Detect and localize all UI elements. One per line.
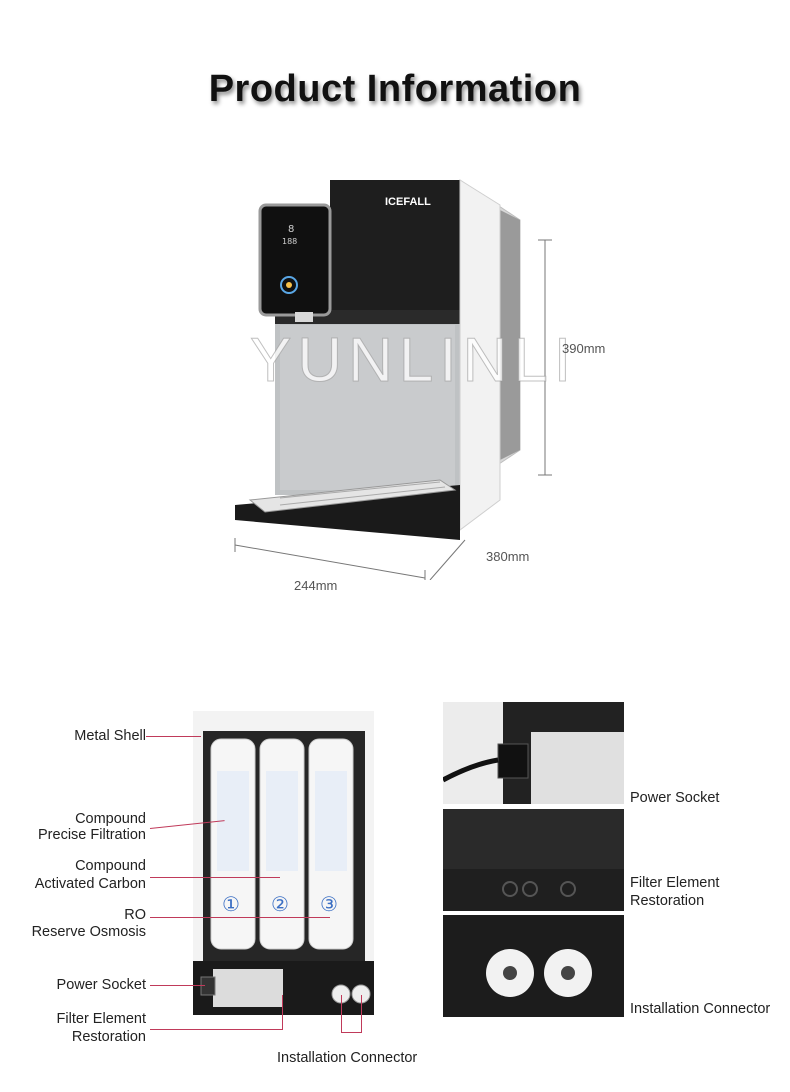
width-dimension: 244mm xyxy=(294,578,338,593)
label-compound-precise-1: Compound xyxy=(75,811,146,827)
pointer-connector-left xyxy=(341,995,342,1032)
label-ro-1: RO xyxy=(124,907,146,923)
page-title: Product Information xyxy=(208,68,582,110)
product-illustration: 8 188 ICEFALL xyxy=(220,160,560,580)
installation-connector-drawing xyxy=(443,915,624,1017)
filter-cabinet-drawing: ① ② ③ xyxy=(193,711,374,1015)
svg-text:188: 188 xyxy=(282,237,297,246)
pointer-ro xyxy=(150,917,330,918)
label-filter-restore-right-1: Filter Element xyxy=(630,875,720,891)
filter-cabinet-photo: ① ② ③ xyxy=(193,711,374,1015)
cartridge-number-3: ③ xyxy=(320,892,338,916)
water-dispenser-drawing: 8 188 ICEFALL xyxy=(234,179,552,580)
brand-logo: ICEFALL xyxy=(385,196,431,208)
height-dimension: 390mm xyxy=(562,341,606,356)
power-socket-photo xyxy=(443,702,624,804)
label-filter-restore-2: Restoration xyxy=(71,1029,146,1045)
power-socket-drawing xyxy=(443,702,624,804)
installation-connector-photo xyxy=(443,915,624,1017)
label-filter-restore-1: Filter Element xyxy=(56,1011,146,1027)
label-installation-connector-bottom: Installation Connector xyxy=(277,1050,418,1066)
label-installation-connector-right: Installation Connector xyxy=(630,1001,771,1017)
pointer-filter-restore-v xyxy=(282,995,283,1030)
pointer-compound-carbon xyxy=(150,877,280,878)
filter-restore-photo xyxy=(443,809,624,911)
watermark-text: YUNLINLI xyxy=(249,326,578,396)
label-compound-carbon-2: Activated Carbon xyxy=(34,876,146,892)
label-compound-carbon-1: Compound xyxy=(75,858,146,874)
pointer-connector-base xyxy=(341,1032,362,1033)
pointer-connector-right xyxy=(361,995,362,1032)
cartridge-number-1: ① xyxy=(222,892,240,916)
cartridge-number-2: ② xyxy=(271,892,289,916)
label-filter-restore-right-2: Restoration xyxy=(630,893,705,909)
depth-dimension: 380mm xyxy=(486,549,530,564)
pointer-metal-shell xyxy=(146,736,201,737)
filter-restore-drawing xyxy=(443,809,624,911)
label-power-socket-left: Power Socket xyxy=(56,977,146,993)
label-metal-shell: Metal Shell xyxy=(74,728,146,744)
label-power-socket-right: Power Socket xyxy=(630,790,720,806)
label-compound-precise-2: Precise Filtration xyxy=(38,827,146,843)
svg-text:8: 8 xyxy=(288,224,294,235)
pointer-filter-restore-h xyxy=(150,1029,282,1030)
label-ro-2: Reserve Osmosis xyxy=(31,924,146,940)
pointer-power-socket xyxy=(150,985,205,986)
